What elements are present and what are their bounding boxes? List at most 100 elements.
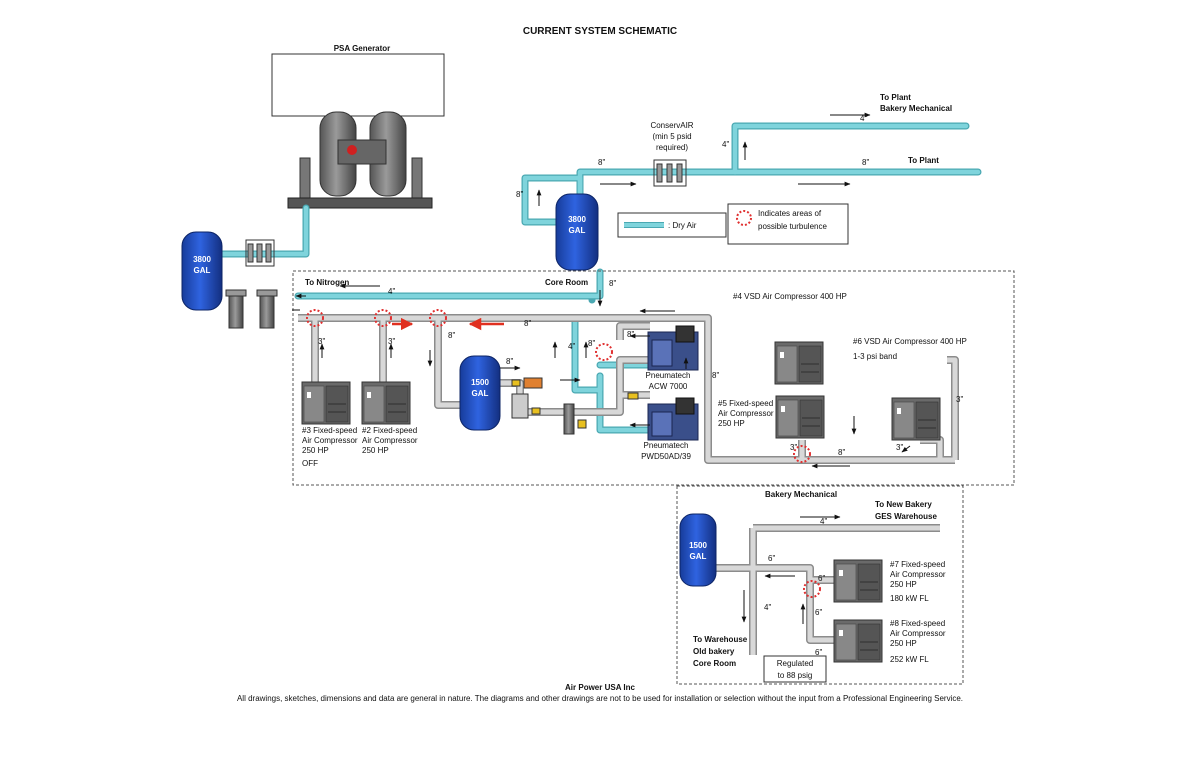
- compressor-room-zone: [292, 270, 1015, 486]
- tank-label: 3800: [568, 215, 586, 224]
- pipe-size: 3": [388, 337, 395, 346]
- dest-label: GES Warehouse: [875, 512, 937, 521]
- pipe-size: 6": [815, 608, 822, 617]
- compressor-label: 252 kW FL: [890, 655, 929, 664]
- dest-label: Old bakery: [693, 647, 735, 656]
- pipe-size: 8": [598, 158, 605, 167]
- compressor-8: #8 Fixed-speed Air Compressor 250 HP 252…: [833, 619, 946, 664]
- flow-arrows: [292, 112, 911, 624]
- pipe-size: 4": [388, 287, 395, 296]
- conservair-label: required): [656, 143, 688, 152]
- pipe-size-labels: 4" 4" 8" 8" 8" 8" 4" 8" 8" 4" 8" 8" 8" 8…: [318, 114, 963, 657]
- pipe-size: 3": [956, 395, 963, 404]
- pipe-size: 8": [609, 279, 616, 288]
- compressor-label: 180 kW FL: [890, 594, 929, 603]
- pipe-size: 4": [722, 140, 729, 149]
- dryer-label: ACW 7000: [649, 382, 688, 391]
- dryer-pwd50: Pneumatech PWD50AD/39: [641, 397, 699, 461]
- pipe-size: 4": [764, 603, 771, 612]
- legend: : Dry Air Indicates areas of possible tu…: [617, 203, 849, 245]
- compressor-label: 250 HP: [302, 446, 329, 455]
- compressor-label: #5 Fixed-speed: [718, 399, 773, 408]
- tank-top-3800: 3800 GAL: [555, 193, 599, 271]
- zone-comp4-label: #4 VSD Air Compressor 400 HP: [733, 292, 847, 301]
- tank-label: 3800: [193, 255, 211, 264]
- fittings-mid: [511, 377, 639, 435]
- psa-generator: PSA Generator: [271, 44, 445, 209]
- pipe-size: 6": [815, 648, 822, 657]
- footer-disclaimer: All drawings, sketches, dimensions and d…: [237, 694, 963, 703]
- compressor-label: 250 HP: [718, 419, 745, 428]
- compressor-3: #3 Fixed-speed Air Compressor 250 HP OFF: [301, 381, 358, 468]
- compressor-label: Air Compressor: [718, 409, 774, 418]
- filters-left: [225, 289, 278, 329]
- pipe-size: 8": [588, 339, 595, 348]
- tank-label: 1500: [471, 378, 489, 387]
- dryer-acw7000: Pneumatech ACW 7000: [646, 325, 699, 391]
- compressor-label: Air Compressor: [302, 436, 358, 445]
- tank-bakery-1500: 1500 GAL: [679, 513, 717, 587]
- psa-generator-label: PSA Generator: [334, 44, 391, 53]
- dryer-label: Pneumatech: [646, 371, 691, 380]
- tank-label: 1500: [689, 541, 707, 550]
- pipe-size: 4": [860, 114, 867, 123]
- pipe-size: 4": [820, 517, 827, 526]
- pipe-size: 3": [318, 337, 325, 346]
- compressed-air-pipes: [298, 314, 959, 655]
- page-title: CURRENT SYSTEM SCHEMATIC: [523, 26, 677, 37]
- pipe-size: 8": [448, 331, 455, 340]
- pipe-size: 8": [627, 330, 634, 339]
- pipe-size: 8": [506, 357, 513, 366]
- dest-label: To New Bakery: [875, 500, 932, 509]
- compressor-7: #7 Fixed-speed Air Compressor 250 HP 180…: [833, 559, 946, 603]
- pipe-size: 6": [818, 574, 825, 583]
- dest-label: To Plant: [880, 93, 911, 102]
- dest-label: To Warehouse: [693, 635, 748, 644]
- compressor-label: #2 Fixed-speed: [362, 426, 417, 435]
- dest-label: To Plant: [908, 156, 939, 165]
- turbulence-markers: [306, 309, 821, 598]
- regulated-box: Regulated to 88 psig: [763, 655, 827, 683]
- pipe-size: 8": [712, 371, 719, 380]
- legend-turbulence: possible turbulence: [758, 222, 827, 231]
- compressor-label: Air Compressor: [890, 629, 946, 638]
- dryer-label: PWD50AD/39: [641, 452, 691, 461]
- compressor-label: 1-3 psi band: [853, 352, 897, 361]
- compressor-5: #5 Fixed-speed Air Compressor 250 HP: [718, 395, 825, 439]
- compressor-label: #6 VSD Air Compressor 400 HP: [853, 337, 967, 346]
- pipe-size: 8": [516, 190, 523, 199]
- conservair-label: (min 5 psid: [652, 132, 691, 141]
- pipe-size: 8": [524, 319, 531, 328]
- pipe-size: 3": [896, 443, 903, 452]
- pipe-size: 6": [768, 554, 775, 563]
- tank-mid-1500: 1500 GAL: [459, 355, 501, 431]
- bakery-zone: [676, 485, 964, 685]
- legend-dry-air: : Dry Air: [668, 221, 697, 230]
- pipe-size: 8": [838, 448, 845, 457]
- dest-label: Bakery Mechanical: [880, 104, 952, 113]
- legend-turbulence: Indicates areas of: [758, 209, 822, 218]
- dest-label: To Nitrogen: [305, 278, 349, 287]
- dest-label: Core Room: [693, 659, 736, 668]
- conservair-valve: [653, 159, 687, 187]
- compressor-2: #2 Fixed-speed Air Compressor 250 HP: [361, 381, 418, 455]
- compressor-label: 250 HP: [890, 639, 917, 648]
- pipe-size: 8": [862, 158, 869, 167]
- compressor-label: 250 HP: [890, 580, 917, 589]
- compressor-label: 250 HP: [362, 446, 389, 455]
- conservair-label: ConservAIR: [650, 121, 693, 130]
- compressor-label: Air Compressor: [890, 570, 946, 579]
- tank-label: GAL: [472, 389, 489, 398]
- regulated-label: Regulated: [777, 659, 813, 668]
- tank-label: GAL: [690, 552, 707, 561]
- tank-label: GAL: [194, 266, 211, 275]
- compressor-label: #7 Fixed-speed: [890, 560, 945, 569]
- compressor-label: Air Compressor: [362, 436, 418, 445]
- footer-company: Air Power USA Inc: [565, 683, 635, 692]
- pipe-size: 3": [790, 443, 797, 452]
- pipe-size: 4": [568, 342, 575, 351]
- tank-left-3800: 3800 GAL: [181, 231, 223, 311]
- zone-bakery-label: Bakery Mechanical: [765, 490, 837, 499]
- dest-label: Core Room: [545, 278, 588, 287]
